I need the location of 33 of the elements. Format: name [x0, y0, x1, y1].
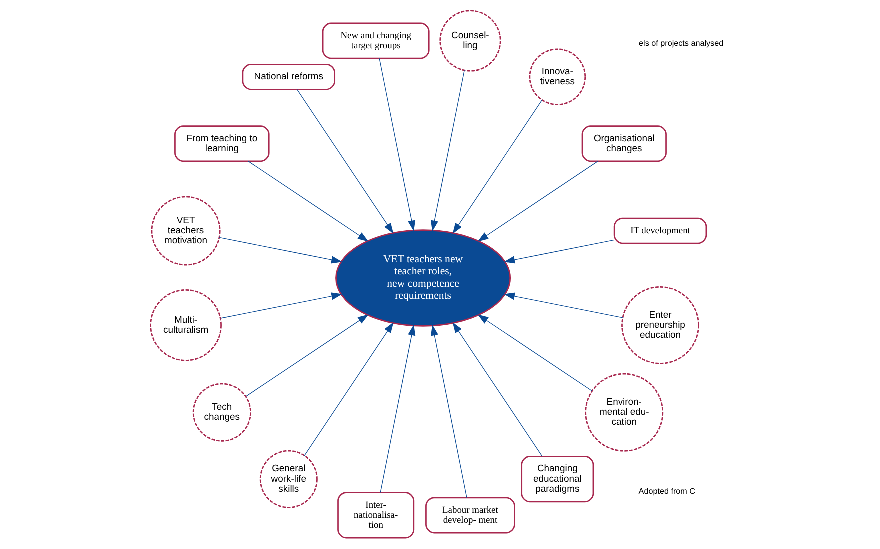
node-circle: Multi- culturalism	[150, 290, 222, 362]
node-circle: Enter preneurship education	[622, 286, 700, 364]
arrow	[379, 58, 416, 232]
node-box: Labour market develop- ment	[426, 497, 516, 534]
node-circle: Counsel- ling	[440, 10, 502, 72]
node-box: Changing educational paradigms	[521, 456, 594, 503]
arrow	[452, 322, 543, 457]
arrow	[478, 161, 598, 242]
node-ellipse: VET teachers new teacher roles, new competence requirements	[336, 230, 512, 327]
arrow	[219, 237, 342, 264]
arrow	[220, 292, 342, 319]
node-circle: General work-life skills	[260, 450, 318, 508]
node-circle: Tech changes	[192, 383, 252, 442]
arrow	[504, 292, 624, 318]
arrow	[296, 89, 394, 234]
arrow	[246, 314, 369, 397]
arrow	[380, 324, 416, 494]
node-box: From teaching to learning	[174, 126, 270, 162]
arrow	[430, 70, 465, 232]
node-circle: Innova- tiveness	[529, 48, 586, 106]
node-box: IT development	[614, 218, 708, 244]
arrow	[504, 240, 615, 264]
arrow	[430, 324, 468, 498]
arrow	[478, 314, 592, 392]
arrow	[248, 161, 369, 242]
node-box: National reforms	[242, 64, 336, 90]
node-circle: Environ- mental edu- cation	[585, 373, 664, 452]
node-box: Inter- nationalisa- tion	[338, 492, 415, 539]
arrow	[304, 322, 394, 456]
node-box: Organisational changes	[582, 126, 667, 162]
arrow	[452, 100, 543, 234]
node-box: New and changing target groups	[322, 22, 430, 60]
node-circle: VET teachers motivation	[151, 196, 221, 266]
